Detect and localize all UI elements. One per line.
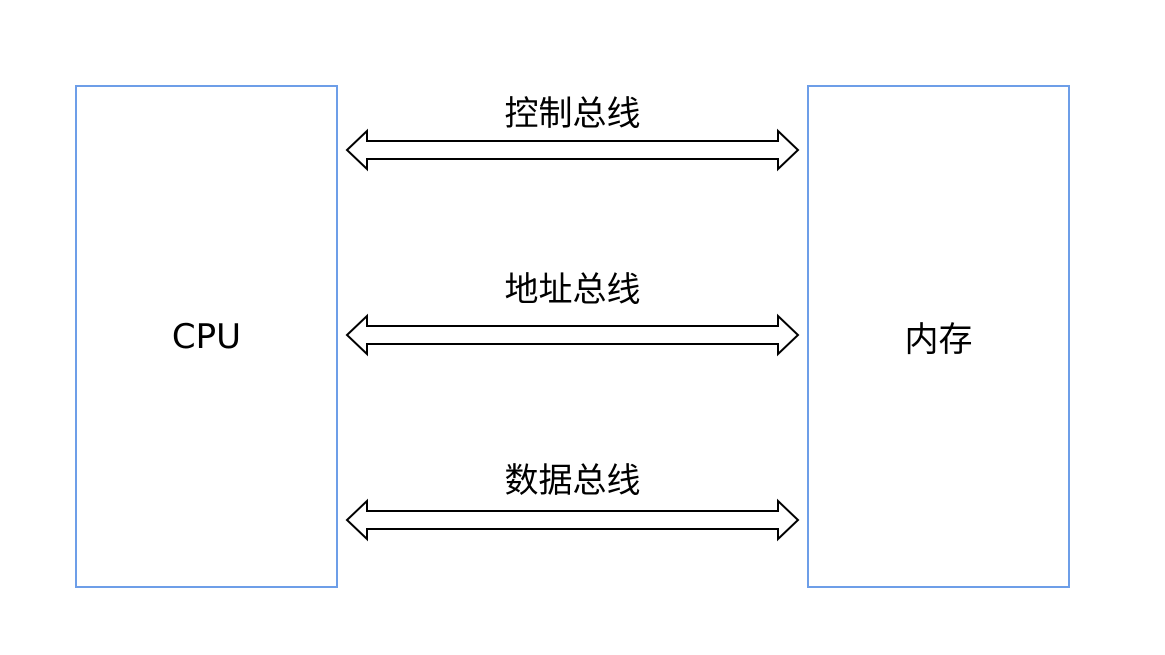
memory-label: 内存	[904, 320, 973, 360]
address-bus-arrow	[345, 313, 800, 357]
address-bus-label: 地址总线	[504, 270, 641, 310]
cpu-box: CPU	[75, 85, 338, 588]
data-bus-arrow	[345, 498, 800, 542]
data-bus-label: 数据总线	[504, 461, 641, 501]
memory-box: 内存	[807, 85, 1070, 588]
control-bus-arrow	[345, 128, 800, 172]
cpu-label: CPU	[171, 316, 242, 357]
control-bus-label: 控制总线	[504, 94, 641, 134]
